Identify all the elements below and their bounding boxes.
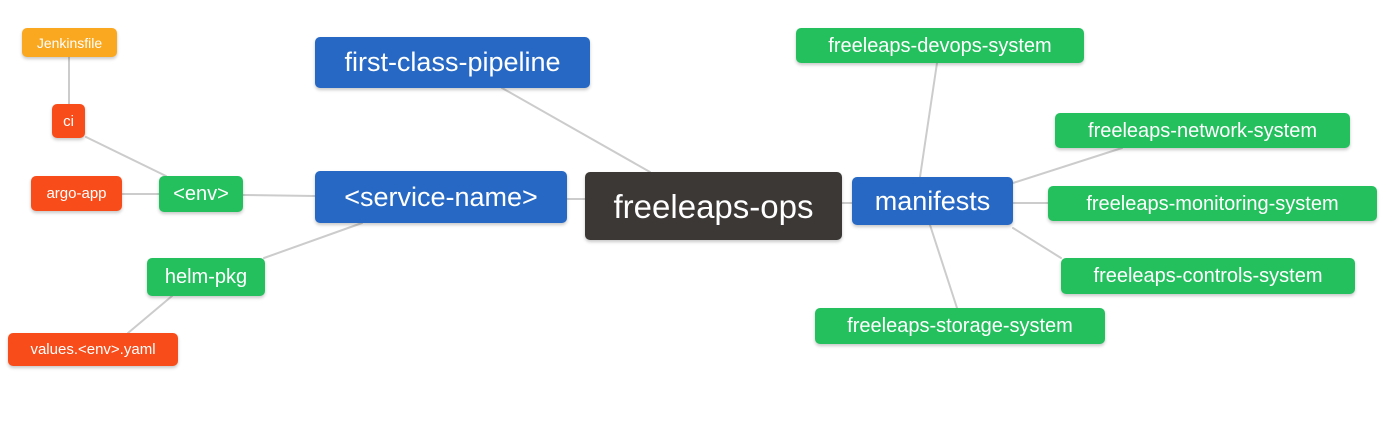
node-values-env-yaml[interactable]: values.<env>.yaml xyxy=(8,333,178,366)
node-freeleaps-ops[interactable]: freeleaps-ops xyxy=(585,172,842,240)
node-jenkinsfile[interactable]: Jenkinsfile xyxy=(22,28,117,57)
node-freeleaps-storage-system[interactable]: freeleaps-storage-system xyxy=(815,308,1105,344)
edge-helm-pkg--values-env-yaml xyxy=(127,295,173,334)
edge-manifests--freeleaps-devops-system xyxy=(919,62,938,178)
node-first-class-pipeline[interactable]: first-class-pipeline xyxy=(315,37,590,88)
node-argo-app[interactable]: argo-app xyxy=(31,176,122,211)
edge-ci--env xyxy=(85,136,167,177)
node-freeleaps-devops-system[interactable]: freeleaps-devops-system xyxy=(796,28,1084,63)
node-service-name[interactable]: <service-name> xyxy=(315,171,567,223)
node-manifests[interactable]: manifests xyxy=(852,177,1013,225)
edge-manifests--freeleaps-network-system xyxy=(1012,147,1123,184)
node-ci[interactable]: ci xyxy=(52,104,85,138)
node-env[interactable]: <env> xyxy=(159,176,243,212)
edge-manifests--freeleaps-controls-system xyxy=(1012,227,1062,259)
edge-manifests--freeleaps-storage-system xyxy=(929,224,958,309)
node-helm-pkg[interactable]: helm-pkg xyxy=(147,258,265,296)
node-freeleaps-controls-system[interactable]: freeleaps-controls-system xyxy=(1061,258,1355,294)
edge-first-class-pipeline--freeleaps-ops xyxy=(501,87,651,173)
node-freeleaps-monitoring-system[interactable]: freeleaps-monitoring-system xyxy=(1048,186,1377,221)
node-freeleaps-network-system[interactable]: freeleaps-network-system xyxy=(1055,113,1350,148)
edge-env--service-name xyxy=(242,194,316,197)
edge-service-name--helm-pkg xyxy=(263,222,363,259)
